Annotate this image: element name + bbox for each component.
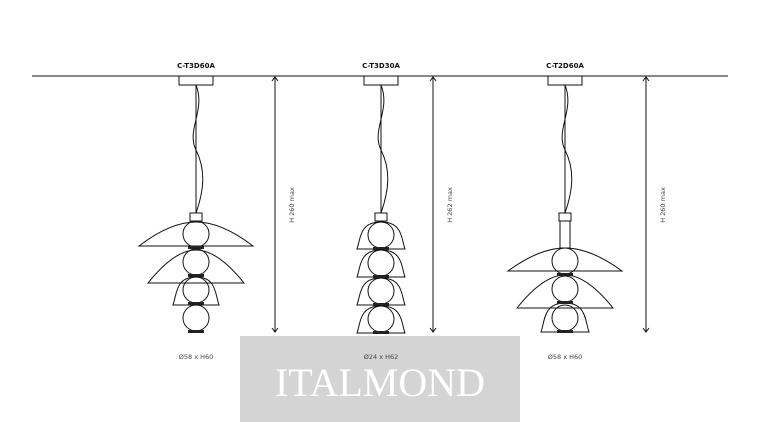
ceiling-canopy bbox=[547, 75, 583, 86]
power-cord bbox=[561, 84, 573, 214]
wide-shade bbox=[506, 247, 624, 272]
connector bbox=[189, 212, 203, 222]
wide-shade bbox=[146, 249, 246, 284]
arrow-head-up bbox=[642, 76, 650, 82]
glass-globe bbox=[182, 304, 210, 332]
wide-shade bbox=[137, 221, 255, 247]
bell-shade bbox=[172, 276, 220, 306]
height-label: H 260 max bbox=[288, 187, 296, 223]
globe-joint bbox=[373, 275, 389, 278]
globe-joint bbox=[188, 330, 204, 333]
glass-globe bbox=[367, 305, 395, 333]
watermark bbox=[240, 336, 520, 422]
bell-shade bbox=[356, 277, 406, 306]
glass-globe bbox=[551, 304, 579, 332]
globe-joint bbox=[373, 303, 389, 306]
glass-globe bbox=[182, 220, 210, 248]
globe-joint bbox=[373, 331, 389, 334]
glass-globe bbox=[367, 277, 395, 305]
bell-shade bbox=[540, 302, 590, 333]
size-label: Ø58 x H60 bbox=[548, 353, 583, 361]
product-code: C-T3D30A bbox=[362, 62, 400, 70]
glass-globe bbox=[551, 275, 579, 303]
globe-joint bbox=[373, 247, 389, 250]
power-cord bbox=[192, 84, 204, 214]
arrow-head-down bbox=[642, 327, 650, 333]
bell-shade bbox=[356, 305, 406, 334]
power-cord bbox=[377, 84, 389, 214]
globe-joint bbox=[557, 330, 573, 333]
height-label: H 260 max bbox=[659, 187, 667, 223]
globe-joint bbox=[188, 246, 204, 249]
glass-globe bbox=[367, 221, 395, 249]
height-label: H 262 max bbox=[446, 187, 454, 223]
arrow-head-down bbox=[429, 327, 437, 333]
ceiling-canopy bbox=[363, 75, 399, 86]
product-code: C-T2D60A bbox=[546, 62, 584, 70]
globe-joint bbox=[188, 274, 204, 277]
size-label: Ø58 x H60 bbox=[179, 353, 214, 361]
arrow-head-down bbox=[271, 327, 279, 333]
bell-shade bbox=[356, 221, 406, 250]
glass-globe bbox=[182, 248, 210, 276]
arrow-head-up bbox=[429, 76, 437, 82]
arrow-head-up bbox=[271, 76, 279, 82]
glass-globe bbox=[367, 249, 395, 277]
globe-joint bbox=[557, 273, 573, 276]
bell-shade bbox=[356, 249, 406, 278]
globe-joint bbox=[557, 301, 573, 304]
connector bbox=[558, 212, 572, 222]
globe-joint bbox=[188, 302, 204, 305]
watermark-text: ITALMOND bbox=[275, 360, 485, 405]
size-label: Ø24 x H62 bbox=[364, 353, 399, 361]
glass-globe bbox=[551, 247, 579, 275]
stem-tube bbox=[559, 220, 571, 249]
ceiling-canopy bbox=[178, 75, 214, 86]
glass-globe bbox=[182, 276, 210, 304]
product-code: C-T3D60A bbox=[177, 62, 215, 70]
connector bbox=[374, 212, 388, 222]
